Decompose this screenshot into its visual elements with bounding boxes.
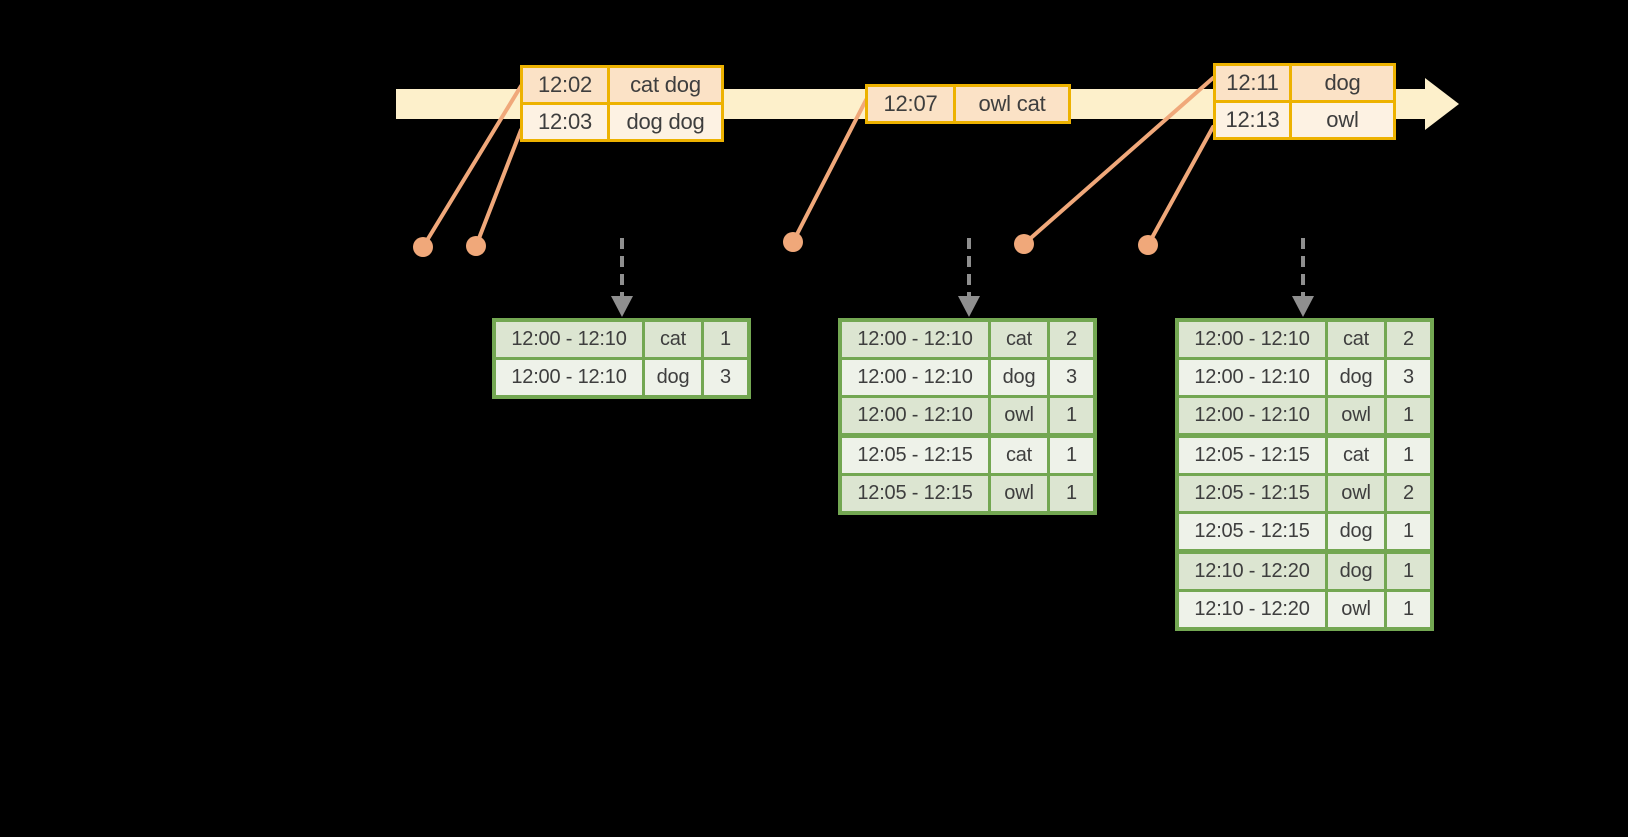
- event-words-cell: dog dog: [610, 105, 721, 139]
- word-cell: dog: [991, 360, 1047, 395]
- result-row: 12:05 - 12:15 owl 2: [1179, 476, 1430, 511]
- count-cell: 1: [1387, 514, 1430, 549]
- window-cell: 12:00 - 12:10: [1179, 398, 1325, 433]
- event-words-cell: dog: [1292, 66, 1393, 100]
- result-table-3: 12:00 - 12:10 cat 2 12:00 - 12:10 dog 3 …: [1175, 318, 1434, 631]
- event-connector-line: [1022, 76, 1215, 246]
- result-row: 12:10 - 12:20 dog 1: [1179, 554, 1430, 589]
- event-dot: [413, 237, 433, 257]
- window-cell: 12:05 - 12:15: [1179, 476, 1325, 511]
- event-dot: [1014, 234, 1034, 254]
- count-cell: 1: [1050, 476, 1093, 511]
- window-cell: 12:05 - 12:15: [842, 438, 988, 473]
- trigger-arrowhead-icon: [958, 296, 980, 317]
- event-time-cell: 12:11: [1216, 66, 1289, 100]
- count-cell: 2: [1387, 476, 1430, 511]
- word-cell: owl: [1328, 476, 1384, 511]
- event-time-cell: 12:07: [868, 87, 953, 121]
- event-table-2: 12:07 owl cat: [865, 84, 1071, 124]
- timeline-arrowhead-icon: [1425, 78, 1459, 130]
- window-cell: 12:05 - 12:15: [1179, 514, 1325, 549]
- window-cell: 12:10 - 12:20: [1179, 554, 1325, 589]
- event-dot: [466, 236, 486, 256]
- window-group: 12:00 - 12:10 cat 1 12:00 - 12:10 dog 3: [496, 322, 747, 395]
- event-time-cell: 12:02: [523, 68, 607, 102]
- event-words-cell: owl: [1292, 103, 1393, 137]
- window-group: 12:10 - 12:20 dog 1 12:10 - 12:20 owl 1: [1179, 554, 1430, 627]
- event-time-cell: 12:03: [523, 105, 607, 139]
- word-cell: owl: [1328, 592, 1384, 627]
- word-cell: owl: [1328, 398, 1384, 433]
- window-cell: 12:00 - 12:10: [496, 322, 642, 357]
- count-cell: 3: [1387, 360, 1430, 395]
- event-connector-line: [791, 98, 868, 244]
- window-cell: 12:00 - 12:10: [1179, 322, 1325, 357]
- word-cell: cat: [645, 322, 701, 357]
- event-dot: [1138, 235, 1158, 255]
- event-words-cell: cat dog: [610, 68, 721, 102]
- window-cell: 12:00 - 12:10: [842, 398, 988, 433]
- count-cell: 1: [1387, 592, 1430, 627]
- result-row: 12:00 - 12:10 dog 3: [842, 360, 1093, 395]
- result-row: 12:05 - 12:15 cat 1: [1179, 438, 1430, 473]
- result-row: 12:00 - 12:10 dog 3: [496, 360, 747, 395]
- event-connector-line: [421, 84, 523, 249]
- result-row: 12:00 - 12:10 owl 1: [1179, 398, 1430, 433]
- result-row: 12:05 - 12:15 dog 1: [1179, 514, 1430, 549]
- trigger-arrowhead-icon: [1292, 296, 1314, 317]
- count-cell: 3: [1050, 360, 1093, 395]
- word-cell: cat: [1328, 438, 1384, 473]
- event-words-cell: owl cat: [956, 87, 1068, 121]
- count-cell: 1: [1387, 398, 1430, 433]
- event-table-3: 12:11 dog 12:13 owl: [1213, 63, 1396, 140]
- word-cell: cat: [991, 322, 1047, 357]
- result-row: 12:00 - 12:10 dog 3: [1179, 360, 1430, 395]
- event-table-1: 12:02 cat dog 12:03 dog dog: [520, 65, 724, 142]
- word-cell: owl: [991, 476, 1047, 511]
- trigger-arrowhead-icon: [611, 296, 633, 317]
- count-cell: 2: [1050, 322, 1093, 357]
- window-cell: 12:00 - 12:10: [496, 360, 642, 395]
- event-connector-line: [1146, 125, 1215, 247]
- count-cell: 1: [704, 322, 747, 357]
- window-cell: 12:10 - 12:20: [1179, 592, 1325, 627]
- event-time-cell: 12:13: [1216, 103, 1289, 137]
- window-cell: 12:05 - 12:15: [1179, 438, 1325, 473]
- window-group: 12:00 - 12:10 cat 2 12:00 - 12:10 dog 3 …: [1179, 322, 1430, 433]
- window-cell: 12:00 - 12:10: [842, 360, 988, 395]
- word-cell: cat: [1328, 322, 1384, 357]
- result-table-1: 12:00 - 12:10 cat 1 12:00 - 12:10 dog 3: [492, 318, 751, 399]
- result-row: 12:05 - 12:15 owl 1: [842, 476, 1093, 511]
- count-cell: 1: [1387, 438, 1430, 473]
- count-cell: 1: [1050, 398, 1093, 433]
- result-table-2: 12:00 - 12:10 cat 2 12:00 - 12:10 dog 3 …: [838, 318, 1097, 515]
- count-cell: 1: [1387, 554, 1430, 589]
- word-cell: dog: [1328, 514, 1384, 549]
- window-group: 12:05 - 12:15 cat 1 12:05 - 12:15 owl 1: [842, 438, 1093, 511]
- count-cell: 3: [704, 360, 747, 395]
- word-cell: dog: [1328, 360, 1384, 395]
- word-cell: dog: [645, 360, 701, 395]
- window-cell: 12:00 - 12:10: [1179, 360, 1325, 395]
- result-row: 12:00 - 12:10 cat 1: [496, 322, 747, 357]
- count-cell: 2: [1387, 322, 1430, 357]
- window-group: 12:05 - 12:15 cat 1 12:05 - 12:15 owl 2 …: [1179, 438, 1430, 549]
- window-group: 12:00 - 12:10 cat 2 12:00 - 12:10 dog 3 …: [842, 322, 1093, 433]
- window-cell: 12:05 - 12:15: [842, 476, 988, 511]
- result-row: 12:00 - 12:10 cat 2: [1179, 322, 1430, 357]
- result-row: 12:05 - 12:15 cat 1: [842, 438, 1093, 473]
- count-cell: 1: [1050, 438, 1093, 473]
- word-cell: cat: [991, 438, 1047, 473]
- word-cell: dog: [1328, 554, 1384, 589]
- result-row: 12:00 - 12:10 owl 1: [842, 398, 1093, 433]
- event-connector-line: [474, 128, 523, 248]
- window-cell: 12:00 - 12:10: [842, 322, 988, 357]
- result-row: 12:10 - 12:20 owl 1: [1179, 592, 1430, 627]
- word-cell: owl: [991, 398, 1047, 433]
- result-row: 12:00 - 12:10 cat 2: [842, 322, 1093, 357]
- event-dot: [783, 232, 803, 252]
